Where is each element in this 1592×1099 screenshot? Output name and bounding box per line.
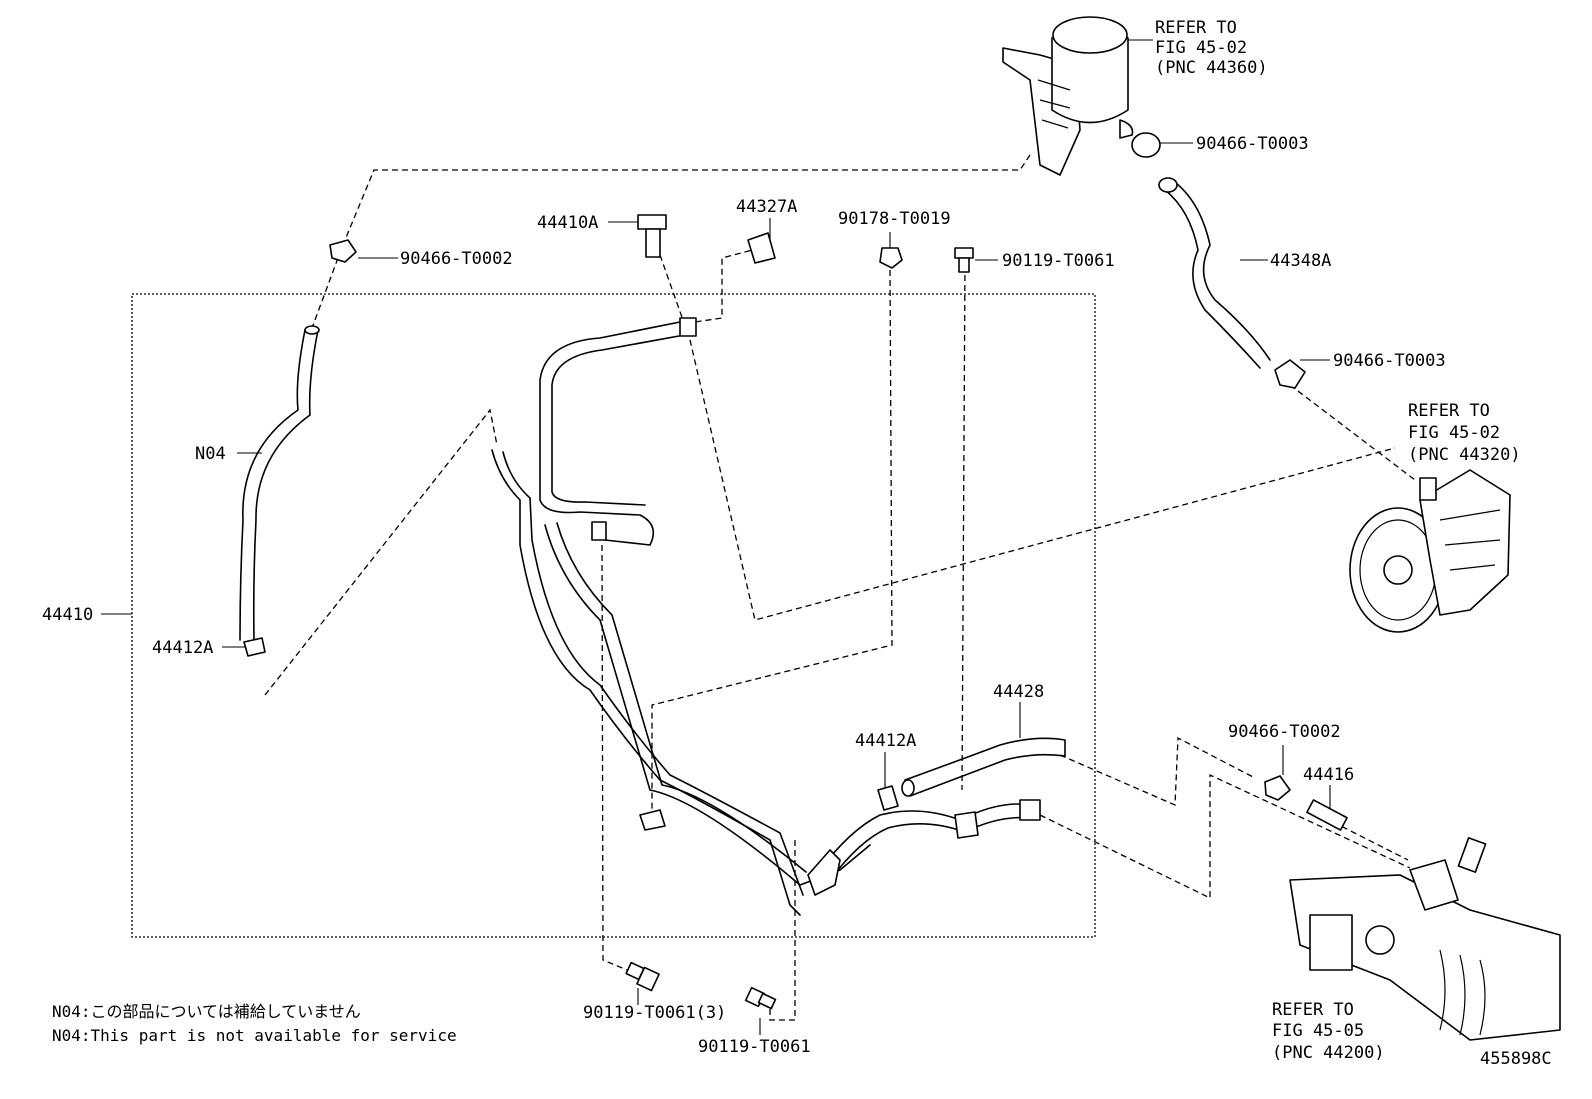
gear-ref-line3: (PNC 44200) [1272,1043,1385,1063]
label-44410: 44410 [42,605,93,625]
label-90466-T0002-top: 90466-T0002 [400,249,513,269]
pressure-hose [539,319,691,546]
fitting-mid [591,521,607,541]
union-44416 [1306,799,1348,831]
bracket-right [954,811,979,839]
hose-44428 [904,737,1066,797]
label-44348A: 44348A [1270,251,1331,271]
label-90466-T0003-top: 90466-T0003 [1196,134,1309,154]
bolt-90119-T0061-bottom [744,986,777,1010]
note-japanese: N04:この部品については補給していません [52,1002,361,1021]
fitting-upper [679,317,697,337]
label-N04: N04 [195,444,226,464]
clip-44327A [747,232,776,264]
label-44428: 44428 [993,682,1044,702]
clamp-44412A-left [243,637,266,657]
label-44416: 44416 [1303,765,1354,785]
label-44412A-left: 44412A [152,638,213,658]
bolt-90119-T0061-3 [625,961,660,992]
label-90119-T0061-3: 90119-T0061(3) [583,1003,726,1023]
feed-tube [544,522,871,886]
pump-ref-line1: REFER TO [1408,401,1490,421]
clamp-90466-T0002-right [1264,775,1291,801]
pump-ref-line3: (PNC 44320) [1408,445,1521,465]
return-tube [491,449,804,916]
connection-lines [264,154,1416,1021]
hose-44428-end [901,779,915,797]
hose-44348A [1164,179,1271,369]
label-90119-T0061-bottom: 90119-T0061 [698,1037,811,1057]
bracket-lower [807,849,841,896]
label-44412A-middle: 44412A [855,731,916,751]
diagram-id: 455898C [1480,1049,1552,1069]
bracket-left [639,809,666,831]
reservoir-illustration [1002,16,1161,176]
bolt-44410A [637,214,667,258]
gear-ref-line2: FIG 45-05 [1272,1021,1364,1041]
hose-44348A-end [1158,177,1178,193]
reservoir-ref-line1: REFER TO [1155,18,1237,38]
label-90178-T0019: 90178-T0019 [838,209,951,229]
label-90119-T0061-top: 90119-T0061 [1002,251,1115,271]
note-english: N04:This part is not available for servi… [52,1026,457,1045]
clamp-44412A-middle [877,785,899,811]
steering-gear-illustration [1289,837,1561,1041]
label-90466-T0003-mid: 90466-T0003 [1333,351,1446,371]
hose-N04-end [304,325,320,335]
label-44327A: 44327A [736,197,797,217]
reservoir-ref-line2: FIG 45-02 [1155,38,1247,58]
label-44410A: 44410A [537,213,598,233]
pump-ref-line2: FIG 45-02 [1408,423,1500,443]
fitting-gear [1019,799,1041,821]
clamp-90466-T0002-top [329,239,357,263]
gear-ref-line1: REFER TO [1272,1000,1354,1020]
leader-lines [101,39,1331,1035]
gear-tube [819,803,1031,881]
reservoir-ref-line3: (PNC 44360) [1155,58,1268,78]
bolt-90119-T0061-top [954,247,974,273]
assembly-box-44410 [131,293,1096,938]
nut-90178-T0019 [879,247,903,269]
pump-illustration [1349,469,1511,633]
hose-N04 [239,329,319,641]
label-90466-T0002-right: 90466-T0002 [1228,722,1341,742]
clamp-90466-T0003-lower [1274,359,1306,389]
